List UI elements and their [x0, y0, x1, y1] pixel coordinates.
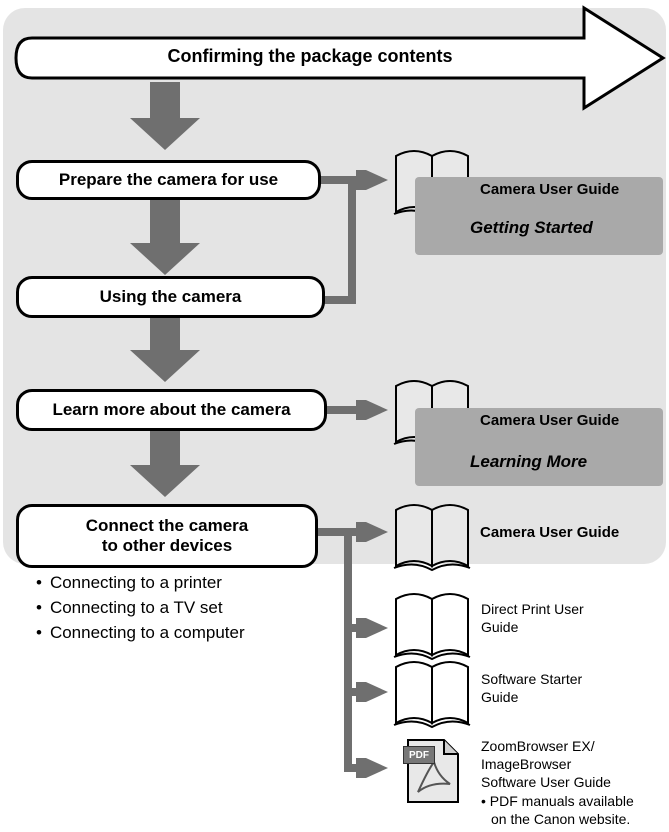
software-starter-line1: Software Starter — [481, 671, 583, 687]
connect-computer-text: Connecting to a computer — [49, 623, 245, 642]
camera-user-guide-title: Camera User Guide — [480, 412, 620, 429]
connectors — [318, 170, 388, 778]
right-arrow-icon — [356, 758, 388, 778]
step-connect-line1: Connect the camera — [85, 516, 249, 535]
down-arrow-icon — [130, 430, 200, 497]
list-item: Connecting to a computer — [36, 620, 245, 645]
direct-print-guide-label: Direct Print User Guide — [481, 600, 584, 636]
book-icon — [393, 593, 471, 661]
step-prepare-camera: Prepare the camera for use — [16, 160, 321, 200]
step-learn-label: Learn more about the camera — [52, 400, 291, 419]
zoombrowser-line2: ImageBrowser — [481, 756, 572, 772]
zoombrowser-guide-label: ZoomBrowser EX/ ImageBrowser Software Us… — [481, 737, 611, 791]
down-arrow-icon — [130, 193, 200, 275]
camera-user-guide-title: Camera User Guide — [480, 181, 620, 198]
step-using-camera: Using the camera — [16, 276, 325, 318]
step-using-label: Using the camera — [99, 287, 242, 306]
pdf-note: • PDF manuals available on the Canon web… — [481, 792, 634, 828]
book-icon — [393, 661, 471, 729]
connect-printer-text: Connecting to a printer — [49, 573, 222, 592]
direct-print-line1: Direct Print User — [481, 601, 584, 617]
step-connect-devices: Connect the camera to other devices — [16, 504, 318, 568]
software-starter-line2: Guide — [481, 689, 519, 705]
right-arrow-icon — [356, 682, 388, 702]
getting-started-label: Getting Started — [470, 218, 593, 237]
connect-options-list: Connecting to a printer Connecting to a … — [36, 570, 245, 645]
list-item: Connecting to a TV set — [36, 595, 245, 620]
down-arrow-icon — [130, 82, 200, 150]
learning-more-label: Learning More — [470, 452, 588, 471]
zoombrowser-line3: Software User Guide — [481, 774, 611, 790]
zoombrowser-line1: ZoomBrowser EX/ — [481, 738, 595, 754]
step-connect-line2: to other devices — [101, 536, 233, 555]
getting-started-box — [415, 177, 663, 255]
pdf-note-line2: on the Canon website. — [491, 811, 631, 827]
down-arrow-icon — [130, 317, 200, 382]
camera-user-guide-title: Camera User Guide — [480, 524, 620, 541]
pdf-badge: PDF — [403, 746, 435, 764]
right-arrow-icon — [356, 170, 388, 190]
down-arrows — [130, 82, 200, 497]
pdf-note-line1: • PDF manuals available — [481, 793, 634, 809]
step-prepare-label: Prepare the camera for use — [58, 170, 279, 189]
list-item: Connecting to a printer — [36, 570, 245, 595]
right-arrow-icon — [356, 400, 388, 420]
step-learn-more: Learn more about the camera — [16, 389, 327, 431]
step-confirm-package: Confirming the package contents — [167, 46, 453, 66]
book-icon — [393, 504, 471, 572]
connect-tv-text: Connecting to a TV set — [49, 598, 223, 617]
software-starter-guide-label: Software Starter Guide — [481, 670, 582, 706]
direct-print-line2: Guide — [481, 619, 519, 635]
right-arrow-icon — [356, 522, 388, 542]
banner-arrow-shape — [14, 5, 666, 111]
learning-more-box — [415, 408, 663, 486]
right-arrow-icon — [356, 618, 388, 638]
